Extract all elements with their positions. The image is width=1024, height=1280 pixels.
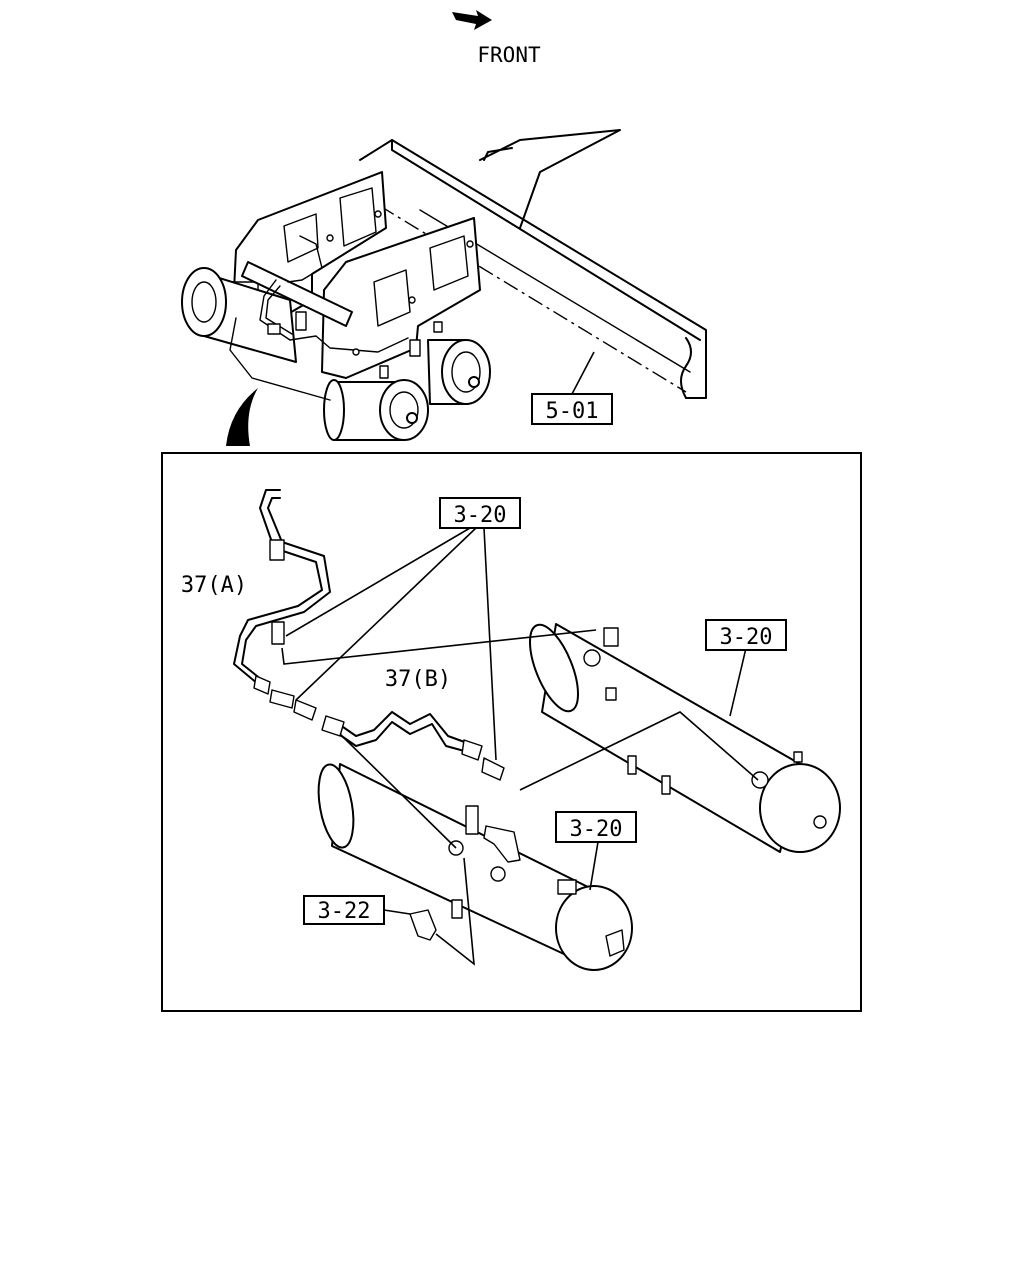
detail-pointer-arrow-icon — [226, 388, 258, 446]
callout-3-20-top: 3-20 — [439, 497, 521, 529]
callout-3-22: 3-22 — [303, 895, 411, 925]
frame-callout-label: 5-01 — [546, 399, 599, 424]
air-tank-right — [529, 623, 841, 853]
callout-3-20-lower: 3-20 — [555, 811, 637, 891]
callout-3-20-top-label: 3-20 — [454, 503, 507, 528]
detail-frame — [161, 452, 862, 1012]
callout-3-20-lower-label: 3-20 — [570, 817, 623, 842]
leader-lines-top — [281, 527, 759, 966]
pipe-37b-label: 37(B) — [385, 667, 451, 692]
front-label: FRONT — [477, 43, 541, 67]
callout-3-22-label: 3-22 — [318, 899, 371, 924]
pipe-37b — [321, 711, 505, 781]
chassis-frame-overview — [181, 129, 707, 441]
callout-3-20-right-label: 3-20 — [720, 625, 773, 650]
pipe-37a — [233, 489, 331, 695]
drain-cock — [409, 909, 437, 941]
frame-callout: 5-01 — [531, 351, 613, 425]
pipe-37a-label: 37(A) — [181, 573, 247, 598]
air-tank-lower — [317, 763, 633, 971]
union-fittings — [269, 689, 317, 721]
front-arrow-icon — [452, 10, 492, 30]
callout-3-20-right: 3-20 — [705, 619, 787, 717]
